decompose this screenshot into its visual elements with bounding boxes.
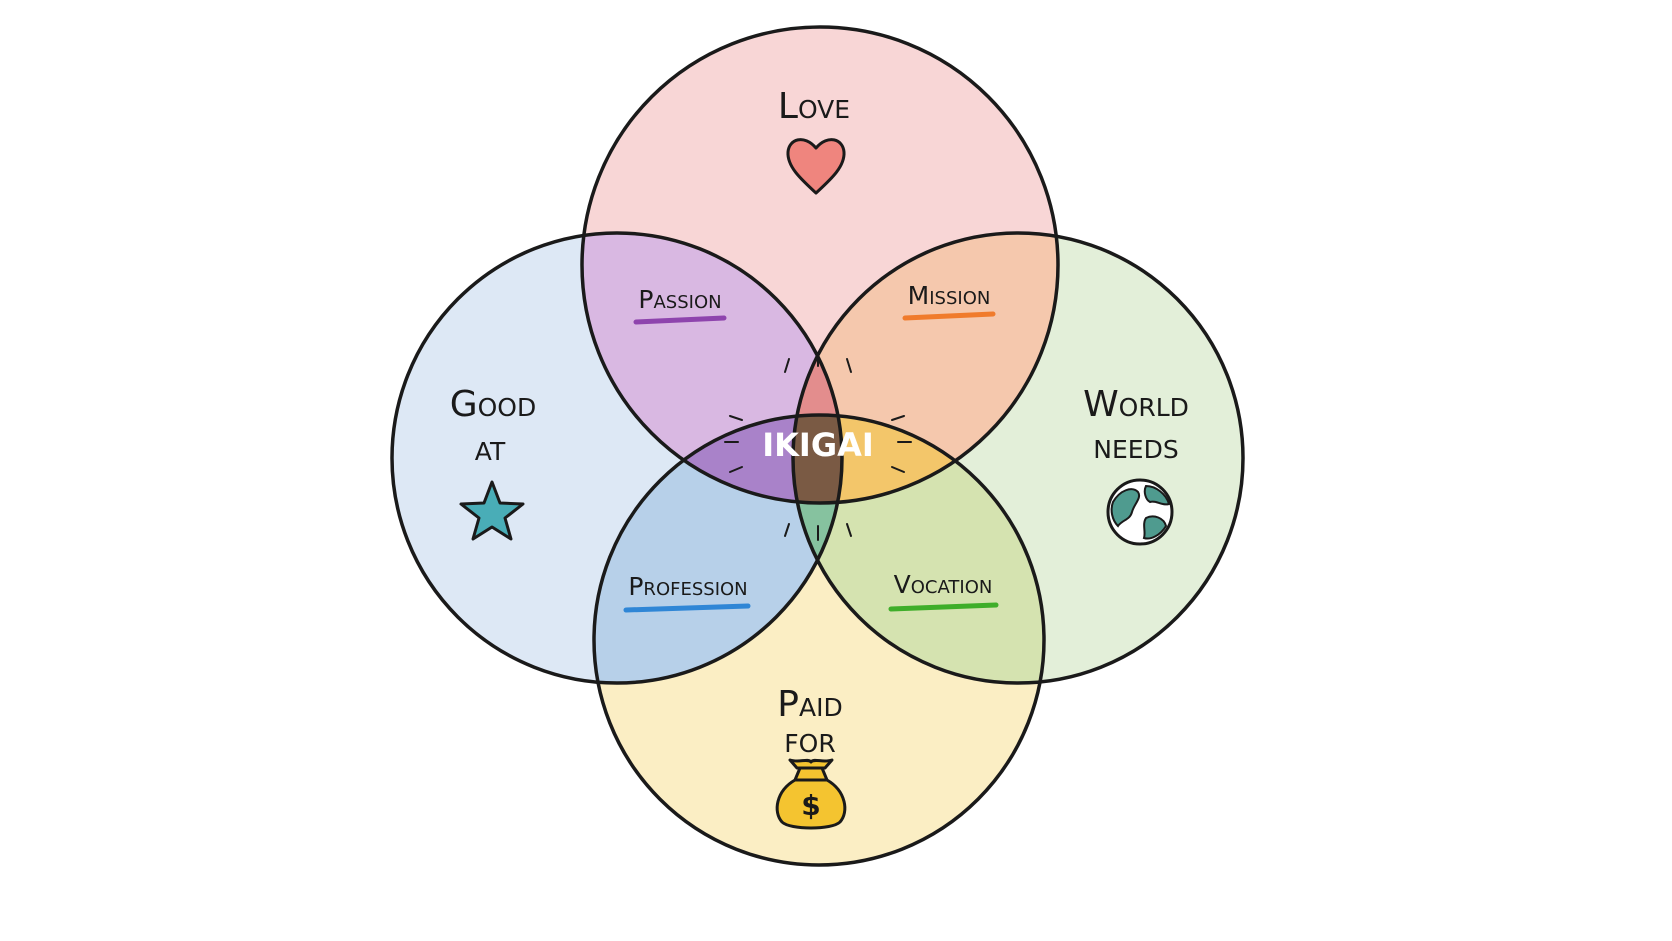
profession-underline <box>623 603 751 613</box>
vocation-label: Vocation <box>894 570 993 599</box>
svg-text:$: $ <box>801 789 820 822</box>
good-at-label-line1: Good <box>450 384 537 425</box>
good-at-outline <box>390 231 844 685</box>
world-needs-outline <box>791 231 1245 685</box>
passion-underline <box>633 315 727 325</box>
love-label: Love <box>778 86 850 127</box>
world-needs-label-line2: needs <box>1093 426 1178 467</box>
paid-for-label-line1: Paid <box>777 684 842 725</box>
vocation-underline <box>888 602 999 612</box>
profession-label: Profession <box>628 572 747 601</box>
ikigai-label: IKIGAI <box>762 426 874 464</box>
mission-underline <box>902 311 996 321</box>
paid-for-outline <box>592 413 1046 867</box>
good-at-label-line2: at <box>475 428 506 469</box>
paid-for-label-line2: for <box>784 720 835 761</box>
passion-label: Passion <box>638 285 721 314</box>
globe-icon <box>1106 478 1174 546</box>
money-bag-icon: $ <box>775 758 847 830</box>
center-rays <box>724 352 912 541</box>
heart-icon <box>786 138 846 195</box>
mission-label: Mission <box>908 281 991 310</box>
love-outline <box>580 25 1060 505</box>
world-needs-label-line1: World <box>1083 384 1189 425</box>
star-icon <box>459 480 525 541</box>
